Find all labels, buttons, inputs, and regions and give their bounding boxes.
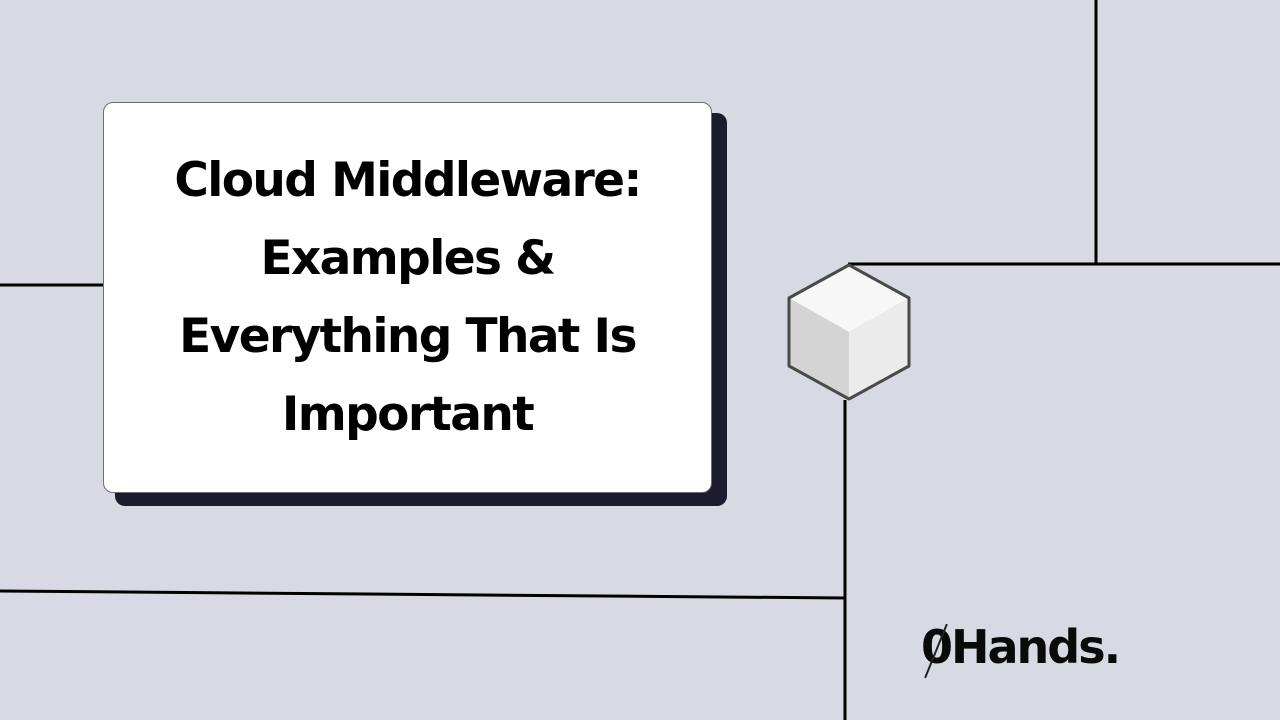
title-line-1: Cloud Middleware: — [174, 152, 642, 208]
title-card: Cloud Middleware: Examples & Everything … — [103, 102, 712, 493]
title-line-2: Examples & — [260, 230, 556, 286]
title-line-3: Everything That Is — [179, 308, 637, 364]
logo-word: Hands — [951, 620, 1106, 674]
cube-icon — [787, 263, 911, 401]
logo-dot: . — [1103, 620, 1122, 674]
bottom-horizontal-line — [0, 589, 846, 600]
page-title: Cloud Middleware: Examples & Everything … — [108, 142, 708, 454]
logo-zero: 0 — [921, 620, 953, 674]
brand-logo: 0 Hands . — [921, 620, 1122, 680]
title-line-4: Important — [281, 386, 535, 442]
